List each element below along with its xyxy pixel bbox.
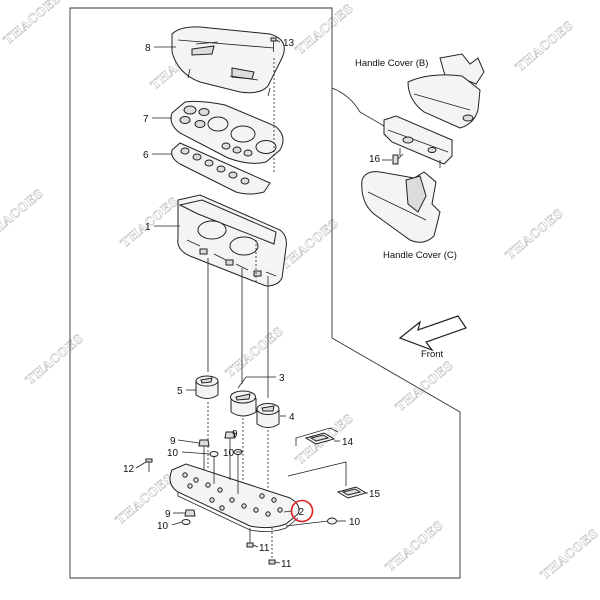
callout-1: 1	[145, 222, 151, 233]
callout-9: 9	[165, 509, 171, 520]
callout-8: 8	[145, 43, 151, 54]
part-12-screw	[145, 458, 153, 472]
callout-10: 10	[167, 448, 179, 459]
callout-2: 2	[299, 507, 305, 518]
handle-cover-b-caption: Handle Cover (B)	[355, 58, 428, 69]
part-9-nut	[184, 431, 236, 517]
part-15-clip	[287, 461, 368, 499]
part-3-meter	[230, 390, 257, 417]
highlight-circle	[290, 499, 314, 523]
front-caption: Front	[421, 349, 444, 360]
handle-cover-c	[361, 171, 441, 243]
callout-16: 16	[369, 154, 381, 165]
callout-labels: 8 13 7 6 1 5 3 4 9 9 10 10 12 9 10 11 11…	[123, 38, 381, 570]
watermark: THACOES	[23, 331, 86, 387]
callout-leader	[135, 461, 147, 469]
part-6-gasket	[171, 142, 271, 195]
watermark: THACOES	[393, 358, 456, 414]
callout-leader	[181, 451, 211, 455]
callout-9: 9	[170, 436, 176, 447]
detail-link-line	[331, 87, 385, 127]
watermark: THACOES	[383, 518, 446, 574]
callout-6: 6	[143, 150, 149, 161]
callout-5: 5	[177, 386, 183, 397]
part-2-base-plate	[169, 463, 300, 532]
part-7-cover-plate	[170, 100, 284, 164]
callout-12: 12	[123, 464, 135, 475]
watermark: THACOES	[503, 206, 566, 262]
callout-leader	[177, 439, 200, 444]
handle-cover-b	[407, 53, 485, 129]
callout-2-highlight: 2	[283, 499, 314, 523]
part-1-meter-housing	[177, 194, 287, 287]
part-4-meter	[256, 403, 280, 428]
callout-15: 15	[369, 489, 381, 500]
part-5-meter	[195, 375, 219, 399]
watermark: THACOES	[0, 186, 46, 242]
watermark: THACOES	[223, 324, 286, 380]
watermark: THACOES	[1, 0, 64, 47]
watermark: THACOES	[538, 526, 600, 582]
callout-leader	[252, 544, 259, 548]
part-10-grommet	[181, 449, 337, 527]
callout-4: 4	[289, 412, 295, 423]
assembly-frame	[69, 7, 461, 579]
callout-leader	[233, 432, 237, 436]
front-arrow: Front	[398, 315, 467, 360]
callout-10: 10	[157, 521, 169, 532]
callout-3: 3	[279, 373, 285, 384]
callout-9: 9	[232, 429, 238, 440]
callout-14: 14	[342, 437, 354, 448]
part-8-lens	[171, 26, 285, 97]
callout-leader	[274, 561, 281, 564]
handle-cover-c-caption: Handle Cover (C)	[383, 250, 457, 261]
callout-11: 11	[281, 559, 292, 570]
callout-13: 13	[283, 38, 295, 49]
callout-leader	[237, 376, 276, 389]
part-14-clip	[295, 427, 339, 446]
watermark: THACOES	[513, 18, 576, 74]
handle-cover-middle	[383, 115, 453, 168]
callout-11: 11	[259, 543, 270, 554]
callout-7: 7	[143, 114, 149, 125]
callout-leader	[275, 39, 281, 43]
part-13-screw	[270, 37, 277, 52]
callout-leader	[171, 521, 183, 526]
callout-leader	[283, 510, 292, 513]
callout-10: 10	[223, 448, 235, 459]
callout-10: 10	[349, 517, 361, 528]
part-16-screw	[382, 153, 404, 165]
watermark: THACOES	[293, 1, 356, 57]
front-arrow-icon	[398, 315, 467, 352]
watermark-layer: THACOES THACOES THACOES THACOES THACOES …	[0, 0, 600, 583]
